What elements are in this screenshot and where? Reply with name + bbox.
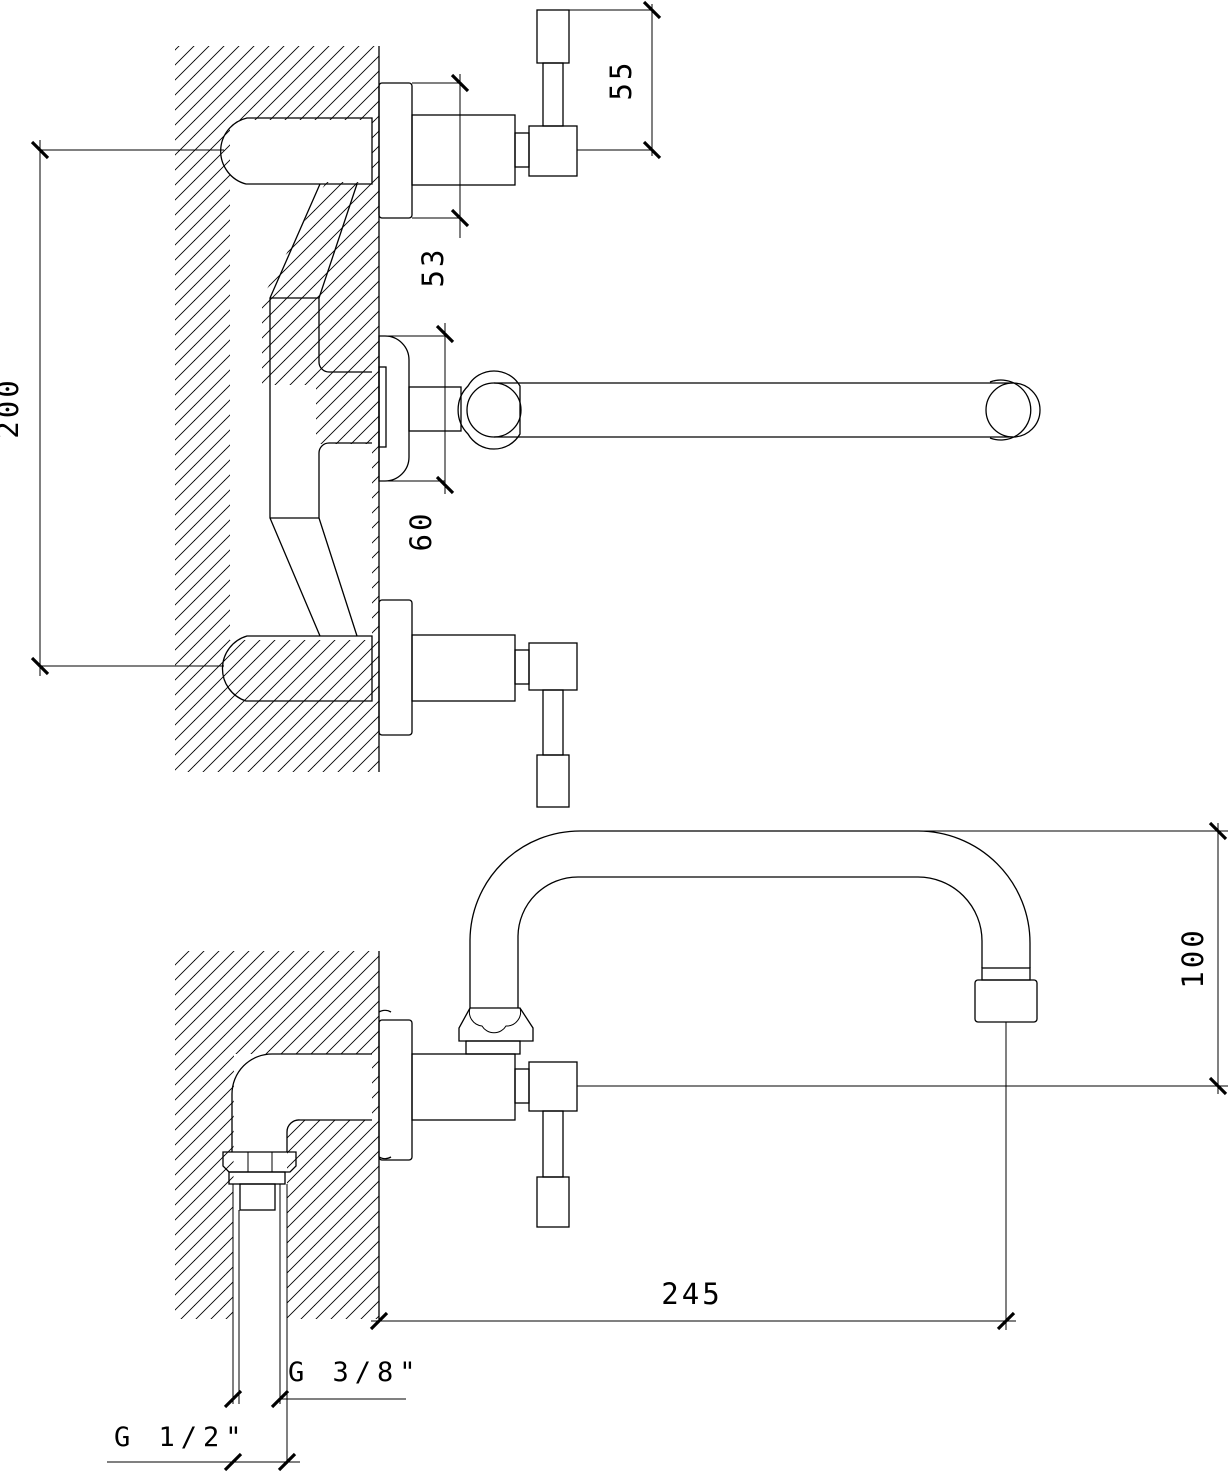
thread-inner-label: G 3/8" (288, 1357, 422, 1388)
side-view: 100 245 G 3/8" G 1/2" (107, 821, 1228, 1472)
dimension-53: 53 (412, 73, 470, 288)
dimension-55: 55 (569, 0, 662, 160)
dimension-200: 200 (0, 140, 224, 676)
valve-body-side (378, 1009, 578, 1228)
elbow-fitting (222, 1053, 372, 1464)
lower-valve (378, 599, 578, 808)
dimension-245: 245 (369, 1022, 1016, 1331)
dimension-60: 60 (385, 323, 455, 552)
dimension-thread-outer: G 1/2" (107, 1389, 300, 1472)
upper-valve (378, 9, 578, 219)
dimension-thread-inner: G 3/8" (270, 1357, 422, 1409)
dimension-100: 100 (577, 821, 1228, 1096)
wall-section-side (175, 951, 380, 1319)
wall-section-top (175, 46, 380, 772)
dimension-245-label: 245 (661, 1277, 722, 1311)
thread-outer-label: G 1/2" (114, 1422, 248, 1453)
center-spout (378, 335, 1041, 482)
top-view: 55 53 60 200 (0, 0, 1041, 808)
dimension-100-label: 100 (1176, 927, 1210, 988)
dimension-200-label: 200 (0, 377, 25, 438)
swivel-spout (458, 830, 1038, 1055)
dimension-60-label: 60 (404, 511, 438, 552)
dimension-53-label: 53 (416, 247, 450, 288)
dimension-55-label: 55 (604, 60, 638, 101)
internal-pipe-body (220, 117, 373, 702)
